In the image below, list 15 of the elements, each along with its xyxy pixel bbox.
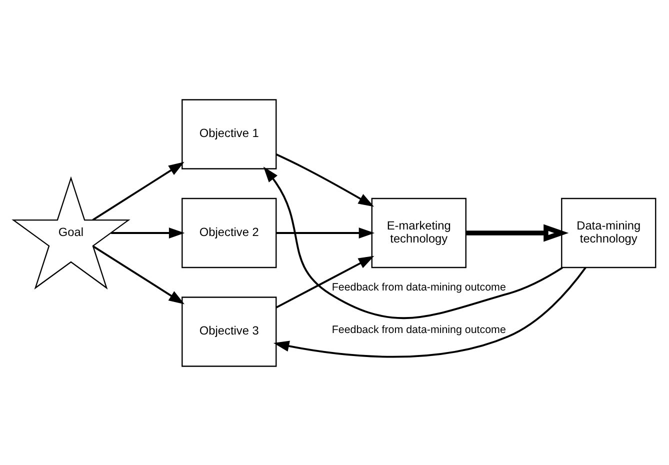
arrow bbox=[276, 255, 374, 308]
node-box: Objective 2 bbox=[182, 197, 277, 268]
arrow bbox=[466, 224, 569, 242]
node-box: Objective 3 bbox=[182, 296, 277, 366]
arrow bbox=[276, 227, 375, 238]
node-box: E-marketing technology bbox=[371, 197, 466, 268]
arrow bbox=[92, 161, 184, 220]
arrow bbox=[276, 153, 374, 206]
arrow bbox=[263, 166, 563, 318]
node-box: Objective 1 bbox=[182, 98, 277, 169]
edge-label: Feedback from data-mining outcome bbox=[332, 280, 506, 293]
node-box: Data-mining technology bbox=[561, 197, 656, 268]
arrow bbox=[273, 266, 586, 358]
edge-label: Feedback from data-mining outcome bbox=[332, 324, 506, 336]
arrow bbox=[111, 227, 185, 238]
